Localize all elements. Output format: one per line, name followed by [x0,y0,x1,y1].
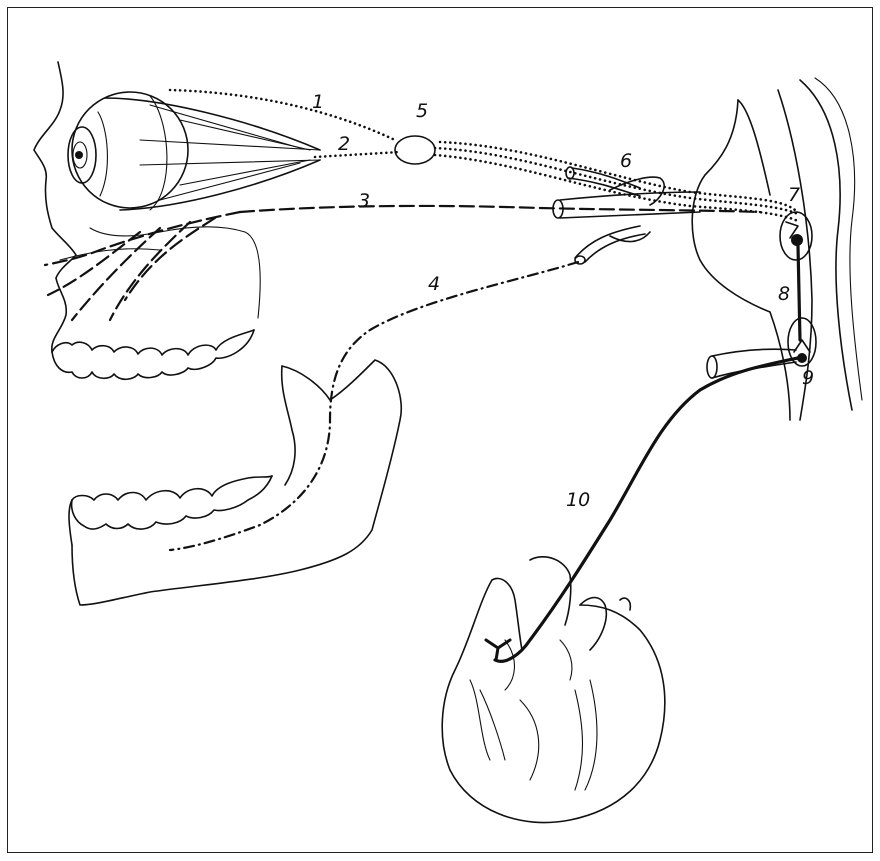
pathway-8 [798,246,800,340]
lower-teeth [72,476,272,529]
pathway-bundle-top [440,142,795,210]
pathway-3 [240,206,760,212]
pathway-2 [315,152,400,157]
ciliary-ganglion [395,136,435,164]
skull-outline [34,62,260,352]
label-3: 3 [358,190,370,212]
label-1: 1 [312,91,324,113]
eye-muscles [105,98,320,210]
pathway-1 [170,90,395,140]
upper-teeth [52,330,254,379]
pathway-bundle-upper [435,148,800,215]
pathway-4 [170,262,578,550]
label-10: 10 [566,489,590,511]
diagram-labels: 1 2 3 4 5 6 7 8 9 10 [312,91,814,511]
label-6: 6 [620,150,632,172]
mandible [69,360,401,605]
label-2: 2 [338,133,350,155]
eyeball [68,92,188,210]
heart [442,557,665,823]
label-4: 4 [428,273,440,295]
label-9: 9 [802,367,814,389]
facial-branches [45,212,240,320]
label-8: 8 [778,283,790,305]
label-7: 7 [788,184,800,206]
label-5: 5 [416,100,428,122]
cardiac-terminal [486,640,510,660]
pathway-10 [495,358,798,661]
